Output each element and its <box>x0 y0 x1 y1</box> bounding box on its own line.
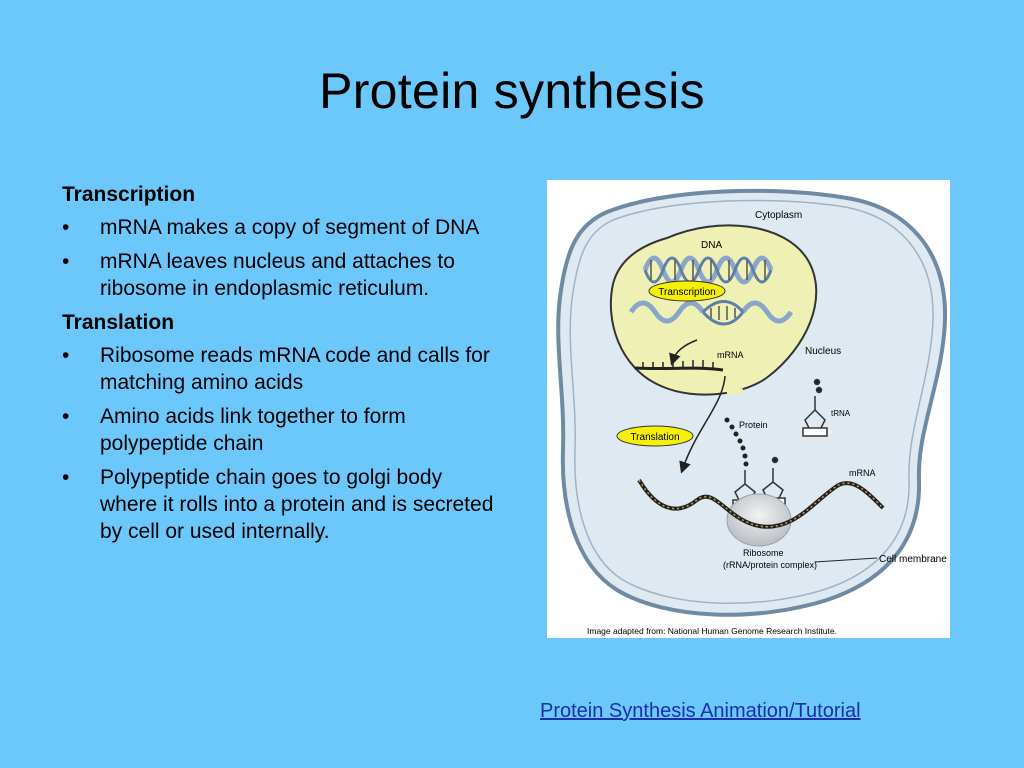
bullet-dot: • <box>62 466 70 489</box>
label-nucleus: Nucleus <box>805 346 841 357</box>
label-translation: Translation <box>630 432 679 443</box>
bullet-text: Amino acids link together to form polype… <box>100 405 406 455</box>
label-dna: DNA <box>701 240 722 251</box>
translation-pill <box>616 425 694 447</box>
cell-membrane-inner <box>569 199 934 604</box>
dna-lower-left <box>628 300 706 324</box>
figure-caption: Image adapted from: National Human Genom… <box>587 626 837 636</box>
bullet-item: • Amino acids link together to form polyp… <box>62 403 502 457</box>
arrow-to-mrna <box>669 339 698 366</box>
label-transcription: Transcription <box>658 287 715 298</box>
bullet-dot: • <box>62 216 70 239</box>
label-protein: Protein <box>739 420 768 430</box>
protein-synthesis-diagram: Transcription Cytoplasm DNA Nucleus mRNA… <box>547 180 950 638</box>
diagram-svg: Transcription Cytoplasm DNA Nucleus mRNA… <box>556 188 947 636</box>
label-ribosome: Ribosome <box>743 548 784 558</box>
polypeptide-chain <box>724 417 749 467</box>
dna-open-bubble <box>701 300 745 326</box>
label-ribosome-detail: (rRNA/protein complex) <box>723 560 817 570</box>
label-trna: tRNA <box>831 409 851 418</box>
section-heading-transcription: Transcription <box>62 183 196 206</box>
dna-lower-right <box>740 300 794 324</box>
mrna-strand-cytoplasm <box>637 478 885 529</box>
label-mrna-nucleus: mRNA <box>717 350 744 360</box>
content-text: Transcription • mRNA makes a copy of segm… <box>62 181 502 552</box>
bullet-dot: • <box>62 250 70 273</box>
transcription-pill <box>648 280 726 302</box>
label-mrna-cytoplasm: mRNA <box>849 468 876 478</box>
bullet-text: Ribosome reads mRNA code and calls for m… <box>100 344 490 394</box>
translation-bullet-list: • Ribosome reads mRNA code and calls for … <box>62 342 502 545</box>
section-heading-translation: Translation <box>62 311 175 334</box>
bullet-item: • mRNA leaves nucleus and attaches to rib… <box>62 248 502 302</box>
slide-title: Protein synthesis <box>319 63 705 119</box>
arrow-to-ribosome <box>679 375 726 474</box>
bullet-dot: • <box>62 344 70 367</box>
cell-membrane-pointer <box>814 557 878 563</box>
bullet-item: • mRNA makes a copy of segment of DNA <box>62 214 502 241</box>
bullet-item: • Polypeptide chain goes to golgi body wh… <box>62 464 502 545</box>
bullet-text: mRNA leaves nucleus and attaches to ribo… <box>100 250 455 300</box>
label-cell-membrane: Cell membrane <box>879 554 947 565</box>
dna-strand-a <box>642 255 774 285</box>
bullet-item: • Ribosome reads mRNA code and calls for … <box>62 342 502 396</box>
bullet-text: mRNA makes a copy of segment of DNA <box>100 216 480 239</box>
nuclear-pore-gap <box>726 388 744 396</box>
trna-free <box>802 378 828 437</box>
dna-strand-b <box>643 256 773 284</box>
mrna-strand-nucleus <box>634 366 724 372</box>
bullet-dot: • <box>62 405 70 428</box>
transcription-bullet-list: • mRNA makes a copy of segment of DNA • mR… <box>62 214 502 302</box>
label-cytoplasm: Cytoplasm <box>755 210 802 221</box>
tutorial-link[interactable]: Protein Synthesis Animation/Tutorial <box>540 700 861 722</box>
ribosome <box>726 493 792 547</box>
bullet-text: Polypeptide chain goes to golgi body whe… <box>100 466 494 543</box>
dna-bases <box>650 260 766 320</box>
